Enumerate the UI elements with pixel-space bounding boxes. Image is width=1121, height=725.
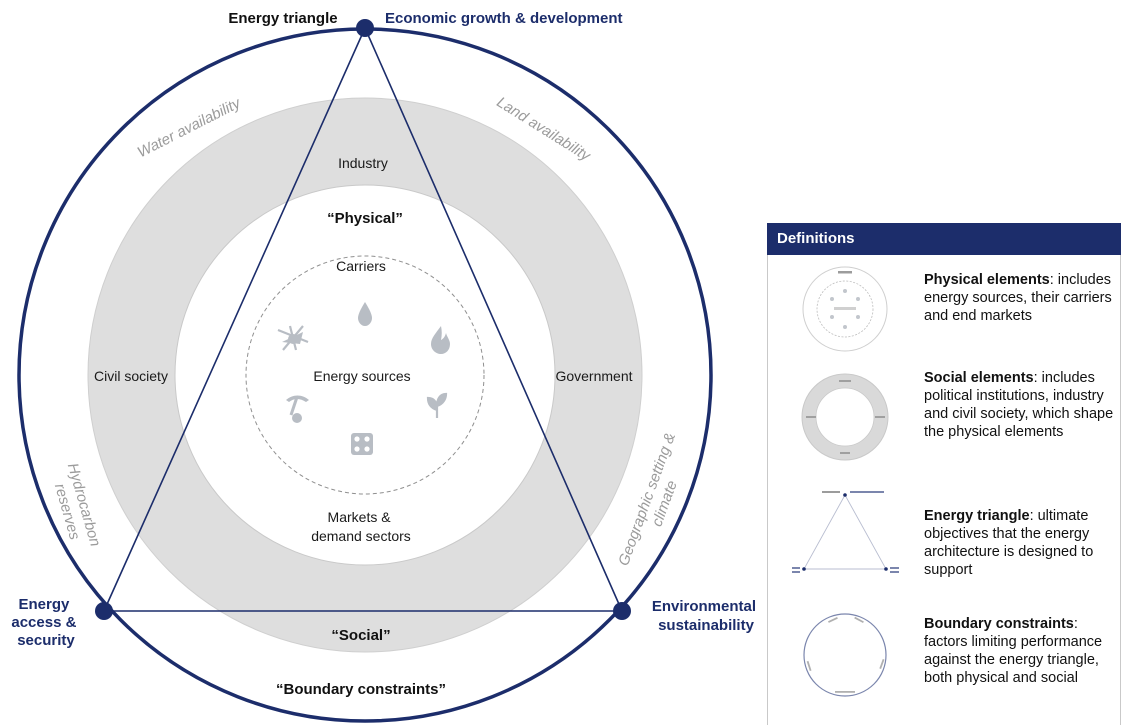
- environmental-node: [613, 602, 631, 620]
- definition-boundary-text: Boundary constraints: factors limiting p…: [924, 616, 1103, 686]
- physical-core: [174, 184, 556, 566]
- energy-triangle: [102, 26, 624, 612]
- definition-social-text: Social elements: includes political inst…: [924, 370, 1114, 440]
- flame-icon: [431, 326, 450, 354]
- plant-icon: [426, 392, 448, 418]
- energy-sources-label: Energy sources: [313, 368, 410, 384]
- energy-triangle-label: Energy triangle: [228, 10, 337, 27]
- carriers-label: Carriers: [336, 258, 386, 274]
- definition-physical-text: Physical elements: includes energy sourc…: [924, 272, 1112, 324]
- physical-label: “Physical”: [327, 210, 403, 227]
- physical-thumbnail-icon: [802, 266, 888, 352]
- definitions-header: Definitions: [767, 223, 1121, 255]
- economic-growth-node: [356, 19, 374, 37]
- environmental-label: Environmental sustainability: [652, 598, 760, 634]
- water-drop-icon: [358, 302, 372, 326]
- energy-access-node: [95, 602, 113, 620]
- social-thumbnail-icon: [801, 373, 889, 461]
- carriers-ring: [245, 255, 485, 495]
- triangle-thumbnail-icon: [792, 491, 899, 573]
- economic-growth-label: Economic growth & development: [385, 10, 623, 27]
- mining-icon: [286, 395, 309, 423]
- energy-architecture-diagram: Energy triangle Economic growth & develo…: [11, 10, 760, 723]
- boundary-constraints-label: “Boundary constraints”: [276, 681, 446, 698]
- uranium-icon: [351, 433, 373, 455]
- civil-society-label: Civil society: [94, 368, 168, 384]
- definition-energy-triangle-text: Energy triangle: ultimate objectives tha…: [924, 508, 1094, 578]
- markets-label: Markets & demand sectors: [311, 509, 411, 544]
- industry-label: Industry: [338, 155, 388, 171]
- social-label: “Social”: [331, 627, 390, 644]
- government-label: Government: [555, 368, 632, 384]
- definitions-panel: Definitions Physical elements: includes …: [767, 223, 1121, 725]
- energy-access-label: Energy access & security: [11, 596, 80, 649]
- boundary-thumbnail-icon: [803, 613, 887, 697]
- definitions-body: Physical elements: includes energy sourc…: [767, 255, 1121, 725]
- solar-icon: [277, 325, 309, 351]
